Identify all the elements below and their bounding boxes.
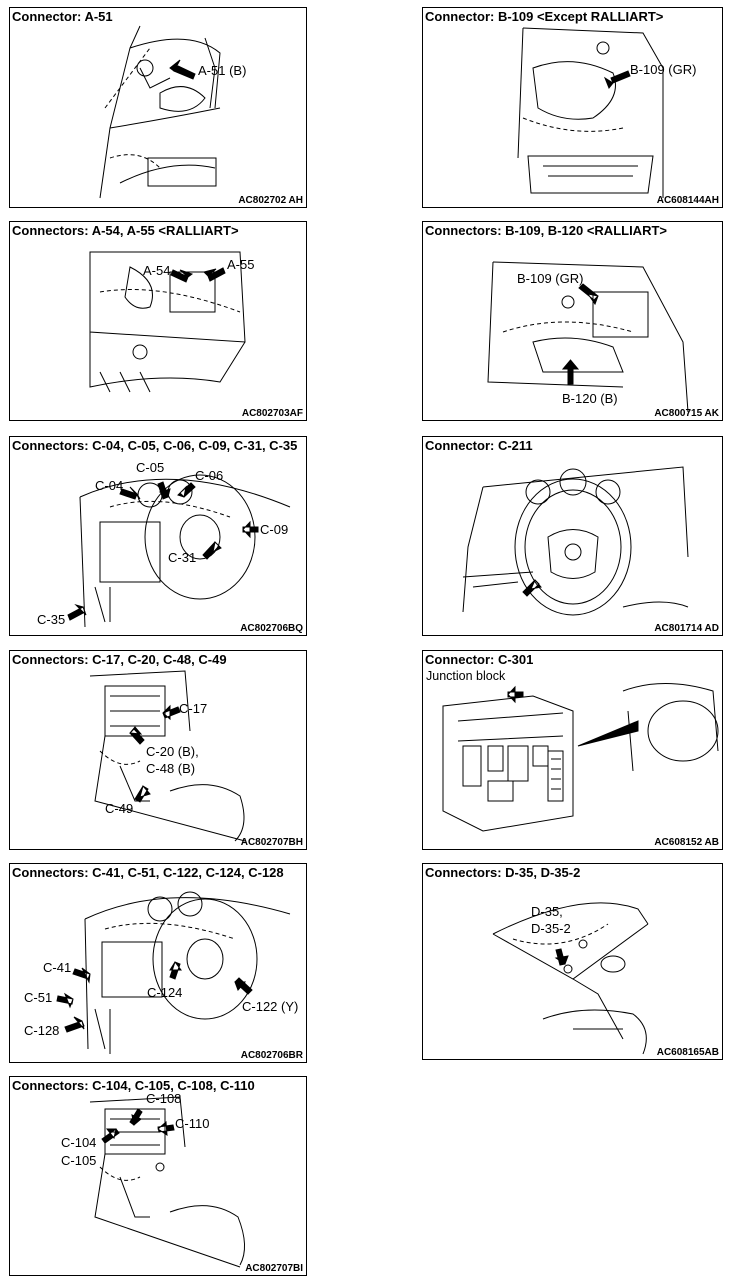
callout-a55: A-55 (227, 257, 255, 272)
panel-title: Connectors: B-109, B-120 <RALLIART> (425, 223, 667, 238)
center-console-illustration (89, 1096, 245, 1268)
panel-title: Connectors: C-04, C-05, C-06, C-09, C-31… (12, 438, 298, 453)
panel-title: Connector: A-51 (12, 9, 113, 24)
figure-code: AC800715 AK (654, 408, 719, 419)
connector-panel-a51: A-51 (B) Connector: A-51 AC802702 AH (9, 7, 307, 208)
connector-panel-c104-c110: C-108 C-110 C-104 C-105 Connectors: C-10… (9, 1076, 307, 1276)
panel-subtitle: Junction block (426, 669, 506, 683)
callout-c105: C-105 (61, 1153, 97, 1168)
junction-block-illustration (442, 683, 719, 832)
engine-bay-illustration (517, 27, 664, 198)
arrow-c51 (56, 992, 74, 1009)
connector-panel-b109-except-ralliart: B-109 (GR) Connector: B-109 <Except RALL… (422, 7, 723, 208)
engine-bay-illustration (89, 251, 246, 393)
callout-c17: C-17 (179, 701, 208, 716)
arrow-a54 (170, 269, 194, 283)
center-console-illustration (89, 670, 246, 842)
callout-c104: C-104 (61, 1135, 97, 1150)
callout-c48: C-48 (B) (146, 761, 196, 776)
callout-c06: C-06 (195, 468, 224, 483)
arrow-b109-ralliart (578, 283, 599, 306)
callout-c31: C-31 (168, 550, 197, 565)
callout-c49: C-49 (105, 801, 134, 816)
arrow-c128 (64, 1016, 85, 1033)
arrow-c31 (202, 540, 222, 560)
arrow-c09 (242, 520, 259, 539)
arrow-c122 (234, 977, 253, 995)
panel-title: Connector: C-301 (425, 652, 534, 667)
arrow-c110 (157, 1120, 175, 1136)
connector-panel-a54-a55: A-54 A-55 Connectors: A-54, A-55 <RALLIA… (9, 221, 307, 421)
callout-a51: A-51 (B) (198, 63, 247, 78)
figure-code: AC802703AF (241, 408, 303, 419)
arrow-c06 (177, 482, 196, 498)
connector-panel-c211: Connector: C-211 AC801714 AD (422, 436, 723, 636)
figure-code: AC608144AH (656, 195, 719, 206)
callout-c35: C-35 (37, 612, 66, 627)
arrow-junction-block (507, 685, 524, 704)
panel-title: Connectors: C-41, C-51, C-122, C-124, C-… (12, 865, 284, 880)
callout-c20: C-20 (B), (146, 744, 199, 759)
callout-d35-2: D-35-2 (531, 921, 571, 936)
arrow-c41 (72, 967, 91, 984)
arrow-c108 (129, 1108, 143, 1126)
arrow-d35 (554, 948, 569, 966)
panel-title: Connectors: D-35, D-35-2 (425, 865, 581, 880)
panel-title: Connector: C-211 (425, 438, 533, 453)
panel-title: Connector: B-109 <Except RALLIART> (425, 9, 664, 24)
panel-title: Connectors: A-54, A-55 <RALLIART> (12, 223, 239, 238)
engine-bay-illustration (99, 25, 221, 199)
callout-a54: A-54 (143, 263, 171, 278)
figure-code: AC802707BI (245, 1263, 303, 1274)
arrow-c104 (101, 1128, 120, 1144)
callout-c41: C-41 (43, 960, 72, 975)
figure-code: AC802706BQ (240, 623, 303, 634)
callout-c09: C-09 (260, 522, 289, 537)
callout-c51: C-51 (24, 990, 53, 1005)
arrow-c49 (134, 784, 151, 803)
arrow-c211 (522, 579, 542, 597)
figure-code: AC801714 AD (654, 623, 719, 634)
arrow-a51 (169, 59, 196, 80)
callout-b109: B-109 (GR) (517, 271, 584, 286)
panel-title: Connectors: C-104, C-105, C-108, C-110 (12, 1078, 255, 1093)
callout-c04: C-04 (95, 478, 124, 493)
callout-b120: B-120 (B) (562, 391, 618, 406)
figure-code: AC608152 AB (654, 837, 719, 848)
figure-code: AC802706BR (240, 1050, 303, 1061)
dashboard-illustration (56, 891, 291, 1054)
connector-panel-c17-c49: C-17 C-20 (B), C-48 (B) C-49 Connectors:… (9, 650, 307, 850)
steering-wheel-illustration (462, 466, 689, 616)
figure-code: AC802707BH (240, 837, 303, 848)
callout-c122: C-122 (Y) (242, 999, 299, 1014)
callout-c108: C-108 (146, 1091, 182, 1106)
connector-panel-c41-c128: C-41 C-51 C-124 C-122 (Y) C-128 Connecto… (9, 863, 307, 1063)
callout-b109: B-109 (GR) (630, 62, 697, 77)
figure-code: AC608165AB (656, 1047, 719, 1058)
connector-panel-b109-b120-ralliart: B-109 (GR) B-120 (B) Connectors: B-109, … (422, 221, 723, 421)
arrow-c20 (129, 726, 145, 745)
arrow-a55 (203, 267, 226, 282)
arrow-c124 (169, 961, 182, 980)
pointer-wedge (577, 720, 639, 747)
connector-panel-c04-c35: C-05 C-06 C-04 C-09 C-31 C-35 Connectors… (9, 436, 307, 636)
callout-d35: D-35, (531, 904, 563, 919)
arrow-c05 (157, 481, 171, 500)
arrow-c04 (119, 486, 141, 500)
vehicle-interior-illustration (492, 902, 649, 1055)
arrow-b120 (561, 359, 580, 385)
dashboard-illustration (67, 474, 291, 628)
callout-c128: C-128 (24, 1023, 60, 1038)
figure-code: AC802702 AH (238, 195, 303, 206)
arrow-c17 (162, 704, 181, 721)
connector-panel-d35: D-35, D-35-2 Connectors: D-35, D-35-2 AC… (422, 863, 723, 1060)
callout-c110: C-110 (175, 1116, 210, 1131)
panel-title: Connectors: C-17, C-20, C-48, C-49 (12, 652, 227, 667)
callout-c05: C-05 (136, 460, 165, 475)
arrow-b109 (603, 70, 631, 89)
engine-bay-illustration (487, 261, 689, 413)
arrow-c35 (67, 603, 87, 621)
callout-c124: C-124 (147, 985, 183, 1000)
connector-panel-c301: Connector: C-301 Junction block AC608152… (422, 650, 723, 850)
